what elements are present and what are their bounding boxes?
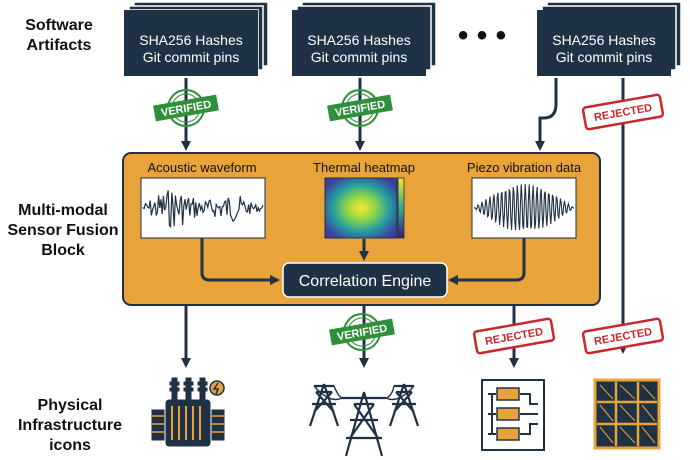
arrows-to-engine — [200, 238, 526, 285]
thermal-heatmap-panel — [324, 177, 405, 239]
verified-stamp-3: VERIFIED — [329, 313, 395, 351]
power-grid-towers-icon — [308, 383, 420, 457]
rejected-stamp-circuit: REJECTED — [472, 317, 556, 355]
acoustic-waveform-panel — [140, 177, 266, 239]
panel-label-thermal: Thermal heatmap — [313, 160, 415, 175]
label-software-artifacts: Software Artifacts — [25, 17, 93, 54]
artifact-1-line1: SHA256 Hashes — [139, 32, 243, 48]
panel-label-acoustic: Acoustic waveform — [147, 160, 256, 175]
label-sensor-fusion: Multi-modal Sensor Fusion Block — [7, 202, 119, 259]
solar-panel-icon — [593, 378, 661, 450]
artifact-3-line2: Git commit pins — [556, 49, 652, 65]
rejected-stamp-top: REJECTED — [581, 93, 665, 131]
artifact-2-line1: SHA256 Hashes — [307, 32, 411, 48]
artifact-stack-3: SHA256 Hashes Git commit pins — [537, 1, 682, 76]
label-physical-infrastructure: Physical Infrastructure icons — [17, 397, 123, 454]
ellipsis-more-artifacts: • • • — [458, 19, 506, 52]
correlation-engine-label: Correlation Engine — [299, 273, 432, 290]
artifact-stack-2: SHA256 Hashes Git commit pins — [292, 1, 437, 76]
rejected-stamp-solar: REJECTED — [581, 317, 665, 355]
transformer-icon — [151, 377, 225, 447]
circuit-board-icon — [481, 379, 545, 451]
piezo-vibration-panel — [471, 177, 577, 239]
artifact-2-line2: Git commit pins — [311, 49, 407, 65]
correlation-engine-box — [282, 262, 448, 298]
artifact-stack-1: SHA256 Hashes Git commit pins — [123, 1, 269, 76]
panel-label-piezo: Piezo vibration data — [467, 160, 582, 175]
artifact-3-line1: SHA256 Hashes — [552, 32, 656, 48]
artifact-1-line2: Git commit pins — [143, 49, 239, 65]
